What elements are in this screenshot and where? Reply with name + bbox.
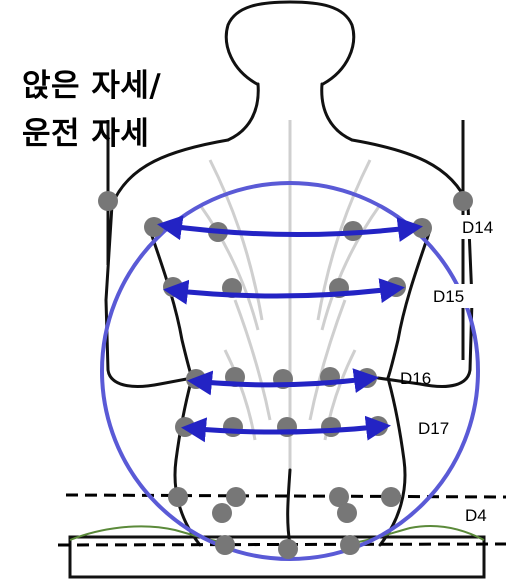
sensor-dot [340, 535, 360, 555]
sensor-dot [453, 191, 473, 211]
label-d16: D16 [400, 369, 431, 388]
side-lines [108, 120, 463, 360]
cushion-line [70, 526, 484, 544]
arrow-d15 [168, 288, 400, 296]
title-line-2: 운전 자세 [22, 110, 161, 158]
sensor-dot [215, 535, 235, 555]
title-line-1: 앉은 자세/ [22, 62, 161, 110]
sensor-dot [223, 417, 243, 437]
sensor-dot [226, 487, 246, 507]
label-d4: D4 [465, 506, 487, 525]
sensor-dot [168, 487, 188, 507]
sensor-dot [337, 503, 357, 523]
dashed-line-upper [66, 495, 506, 497]
sensor-dot [212, 503, 232, 523]
page-title: 앉은 자세/ 운전 자세 [22, 62, 161, 158]
sensor-dot [321, 417, 341, 437]
sensor-dot [144, 217, 164, 237]
label-d15: D15 [433, 287, 464, 306]
label-d17: D17 [418, 419, 449, 438]
sensor-dot [163, 277, 183, 297]
label-d14: D14 [462, 218, 493, 237]
sensor-dot [278, 539, 298, 559]
region-labels: D14 D15 D16 D17 D4 [400, 215, 504, 525]
sensor-dot [98, 191, 118, 211]
sensor-dot [381, 487, 401, 507]
